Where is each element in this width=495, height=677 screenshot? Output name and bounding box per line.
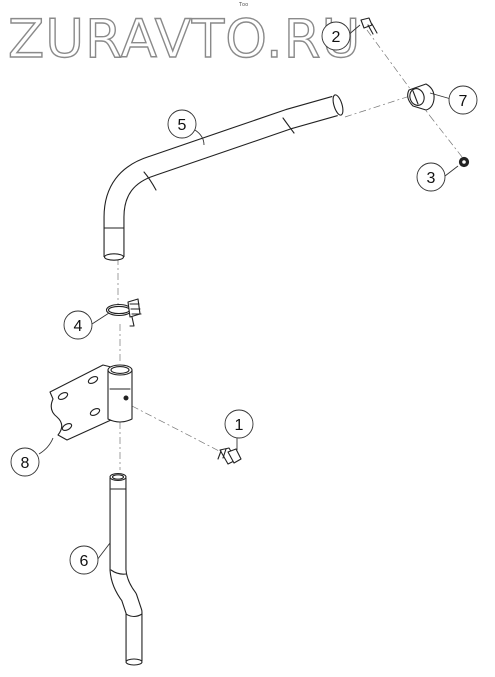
callout-3-label: 3 bbox=[427, 170, 436, 187]
part-2-small-bolt bbox=[360, 17, 378, 35]
callout-2: 2 bbox=[321, 21, 351, 51]
callout-6-label: 6 bbox=[80, 553, 89, 570]
callout-leaders bbox=[38, 24, 459, 561]
callout-7: 7 bbox=[448, 85, 478, 115]
part-7-sleeve bbox=[407, 83, 435, 111]
callout-4: 4 bbox=[63, 310, 93, 340]
callout-5: 5 bbox=[167, 109, 197, 139]
part-5-upper-bent-tube bbox=[103, 94, 344, 261]
top-label: Тоо bbox=[238, 2, 248, 8]
assembly-centerlines bbox=[117, 29, 467, 470]
watermark: ZURAVTO.RU bbox=[8, 9, 361, 70]
callout-1-label: 1 bbox=[235, 417, 244, 434]
callout-1: 1 bbox=[224, 409, 254, 439]
callout-5-label: 5 bbox=[178, 117, 187, 134]
part-3-nut bbox=[458, 156, 470, 168]
callout-8: 8 bbox=[10, 447, 40, 477]
part-8-mounting-plate bbox=[49, 364, 112, 441]
part-6-lower-bent-tube bbox=[109, 472, 143, 666]
callout-6: 6 bbox=[69, 545, 99, 575]
part-8-hinge-sleeve bbox=[107, 364, 133, 423]
callout-2-label: 2 bbox=[332, 29, 341, 46]
callout-7-label: 7 bbox=[459, 93, 468, 110]
part-4-hose-clamp bbox=[105, 298, 142, 327]
part-1-bolt bbox=[217, 447, 242, 465]
callout-4-label: 4 bbox=[74, 318, 83, 335]
callout-3: 3 bbox=[416, 162, 446, 192]
callout-8-label: 8 bbox=[21, 455, 30, 472]
